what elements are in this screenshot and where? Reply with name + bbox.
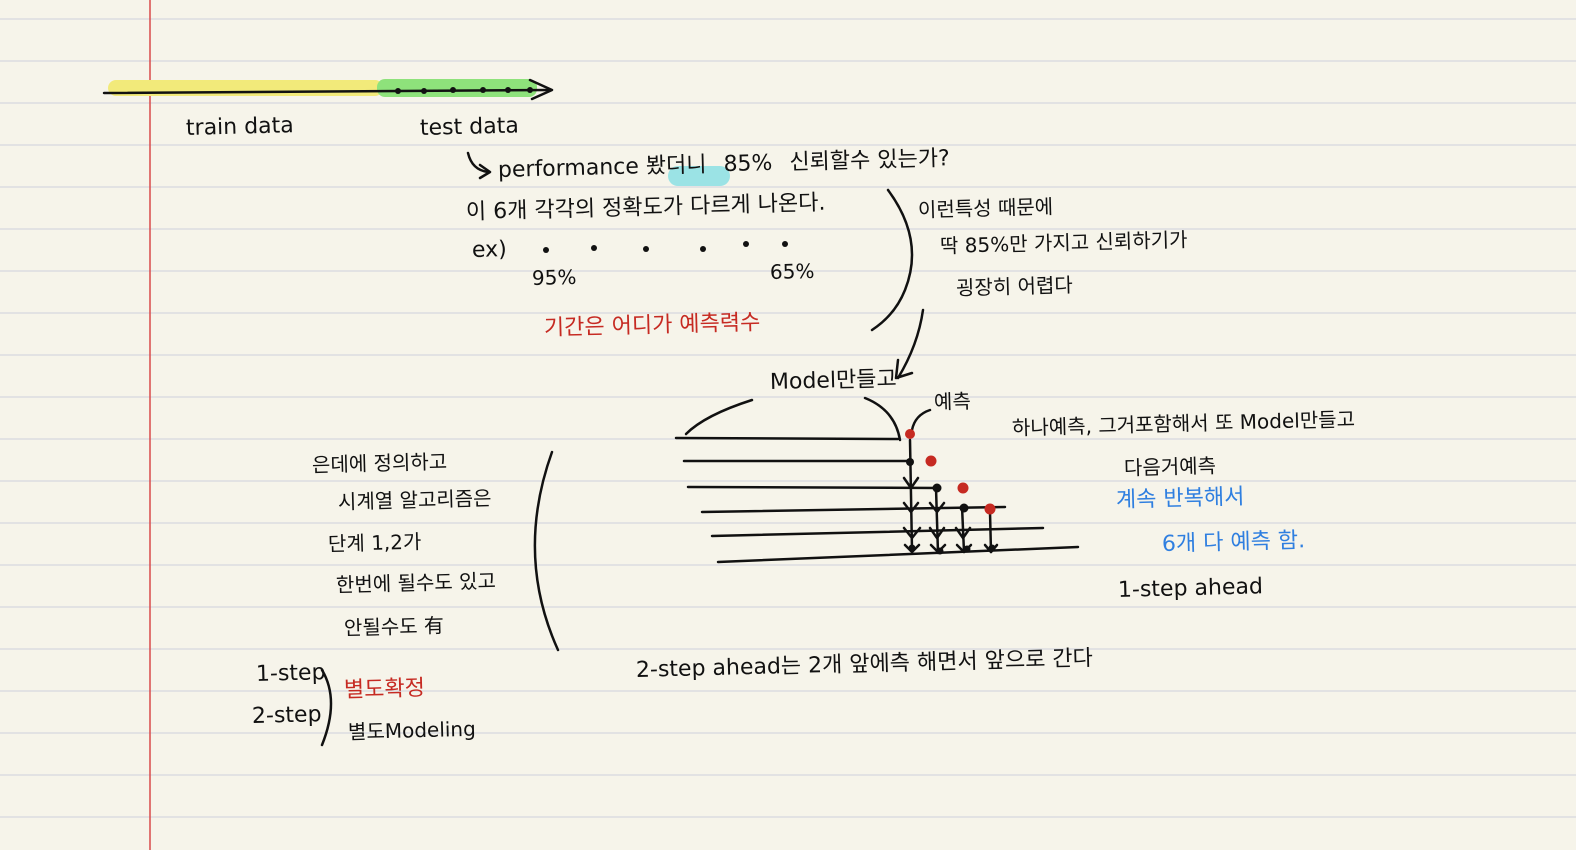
hook-arrow [466, 151, 490, 174]
last-pct-label: 65% [769, 258, 815, 284]
performance-suffix: 신뢰할수 있는가? [789, 146, 951, 176]
blue-note-2: 6개 다 예측 함. [1161, 528, 1306, 557]
one-step-ahead: 1-step ahead [1117, 574, 1264, 603]
right-note-1: 이런특성 때문에 [917, 194, 1054, 222]
step-bracket [320, 668, 333, 747]
step-1-label: 1-step [255, 660, 326, 687]
right-note-2: 딱 85%만 가지고 신뢰하기가 [939, 227, 1188, 258]
step-2-label: 2-step [251, 702, 322, 729]
red-note: 기간은 어디가 예측력수 [543, 310, 761, 341]
test-data-label: test data [419, 113, 520, 141]
test-highlight [377, 79, 537, 97]
model-arc-left [684, 398, 754, 436]
left-note-1: 은데에 정의하고 [311, 449, 448, 477]
separate-modeling-note: 별도Modeling [347, 716, 477, 744]
train-data-label: train data [185, 113, 295, 141]
blue-note-1: 계속 반복해서 [1115, 484, 1245, 513]
left-note-5: 안될수도 有 [343, 613, 445, 640]
bracket-right [870, 188, 914, 332]
arrow-to-model [896, 308, 925, 380]
model-arc-right [863, 396, 902, 442]
right-note-3: 굉장히 어렵다 [955, 272, 1074, 300]
train-line-4 [700, 505, 1007, 514]
train-line-6 [716, 545, 1080, 564]
timeline-arrow-head [528, 78, 554, 101]
left-note-3: 단계 1,2가 [327, 529, 422, 556]
first-pct-label: 95% [531, 264, 577, 290]
left-note-4: 한번에 될수도 있고 [335, 568, 497, 597]
timeline-arrow [102, 88, 552, 95]
train-line-3 [686, 485, 942, 490]
example-label: ex) [471, 237, 508, 263]
train-line-5 [710, 526, 1045, 538]
separate-red-note: 별도확정 [343, 675, 426, 703]
train-line-1 [674, 436, 900, 441]
pct-highlight [668, 166, 730, 186]
explain-line-2: 다음거예측 [1123, 453, 1217, 480]
model-label: Model만들고 [769, 366, 898, 395]
bracket-left [533, 450, 560, 652]
predict-label: 예측 [933, 389, 972, 414]
performance-pct: 85% [723, 150, 773, 178]
left-note-2: 시계열 알고리즘은 [337, 485, 492, 514]
